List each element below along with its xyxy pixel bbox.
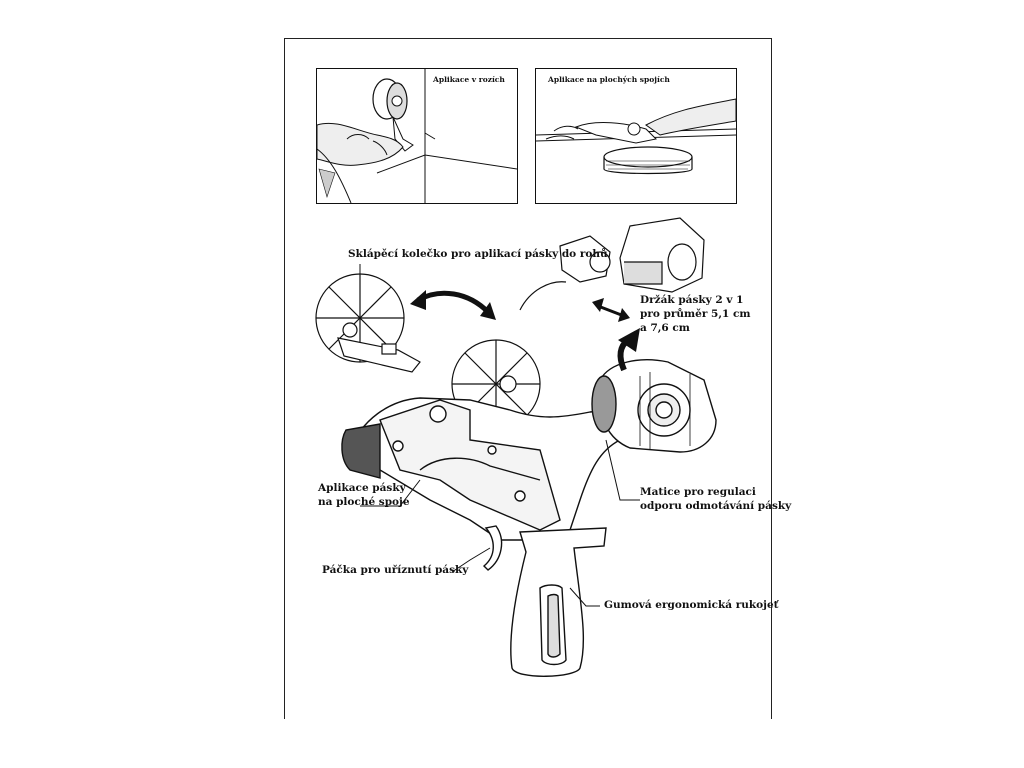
up-arrow-icon (617, 328, 640, 372)
manual-page-border (284, 38, 772, 719)
corner-application-title: Aplikace v rozích (433, 75, 505, 84)
flat-apply-label-line1: Aplikace pásky (318, 482, 406, 494)
flat-application-illustration (536, 98, 736, 175)
holder-label-line2: pro průměr 5,1 cm (640, 308, 751, 320)
corner-application-illustration (317, 69, 517, 203)
holder-label-line3: a 7,6 cm (640, 322, 690, 334)
nut-label-line2: odporu odmotávání pásky (640, 500, 792, 512)
flat-apply-label-line2: na ploché spoje (318, 496, 410, 508)
fold-arrow-icon (410, 290, 496, 320)
corner-application-panel: Aplikace v rozích (316, 68, 518, 204)
folding-wheel-label: Sklápěcí kolečko pro aplikací pásky do r… (348, 248, 608, 260)
nut-label-line1: Matice pro regulaci (640, 486, 756, 498)
holder-label-line1: Držák pásky 2 v 1 (640, 294, 744, 306)
flat-application-panel: Aplikace na plochých spojích (535, 68, 737, 204)
tape-holder-detail (519, 217, 705, 311)
folding-wheel-detail (315, 273, 421, 373)
grip-label: Gumová ergonomická rukojeť (604, 599, 779, 611)
dispenser-body (341, 359, 717, 677)
swap-arrow-icon (592, 298, 630, 322)
callout-lines (359, 264, 640, 607)
cut-lever-label: Páčka pro uříznutí pásky (322, 564, 469, 576)
flat-application-title: Aplikace na plochých spojích (548, 75, 670, 84)
